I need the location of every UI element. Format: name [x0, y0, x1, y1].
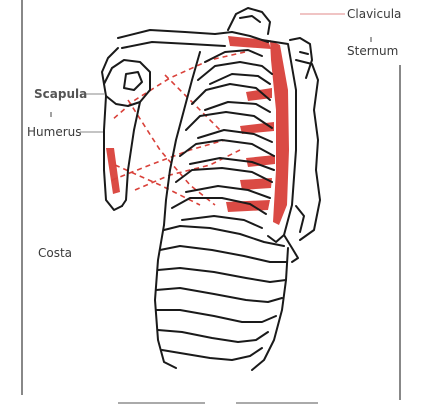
label-humerus: Humerus — [27, 125, 82, 139]
rib-2b — [210, 74, 270, 84]
right-rib-edge — [296, 60, 320, 240]
lower-rib-3 — [158, 268, 286, 282]
dashed-line-4 — [135, 150, 240, 190]
ribcage-left-contour — [164, 52, 200, 225]
humerus-outline-inner — [122, 102, 140, 206]
label-sternum: Sternum — [347, 44, 398, 58]
sternum-highlight — [270, 40, 289, 225]
label-costa: Costa — [38, 246, 72, 260]
lower-rib-2 — [160, 246, 286, 262]
rib-3b — [205, 102, 270, 112]
lower-rib-1 — [164, 226, 284, 246]
cervical-outline — [228, 8, 270, 34]
lower-rib-4 — [156, 288, 282, 302]
rib-7 — [172, 198, 266, 214]
lower-rib-7 — [162, 348, 262, 360]
right-shoulder-edge-2 — [300, 52, 308, 54]
cervical-inner — [240, 16, 260, 22]
clavicle-outline-lower — [122, 42, 225, 48]
rib-5 — [180, 140, 274, 156]
humerus-highlight — [106, 148, 120, 194]
scapula-outline — [104, 60, 150, 106]
costal-cartilage-5 — [226, 200, 270, 212]
rib-1 — [205, 50, 262, 62]
lower-rib-6 — [158, 330, 268, 342]
label-scapula: Scapula — [34, 87, 87, 101]
label-clavicula: Clavicula — [347, 7, 401, 21]
rib-end-right-1 — [296, 206, 304, 232]
lower-rib-5 — [156, 310, 276, 322]
xiphoid — [284, 235, 298, 262]
glenoid — [124, 72, 142, 90]
clavicula-highlight — [228, 36, 271, 49]
